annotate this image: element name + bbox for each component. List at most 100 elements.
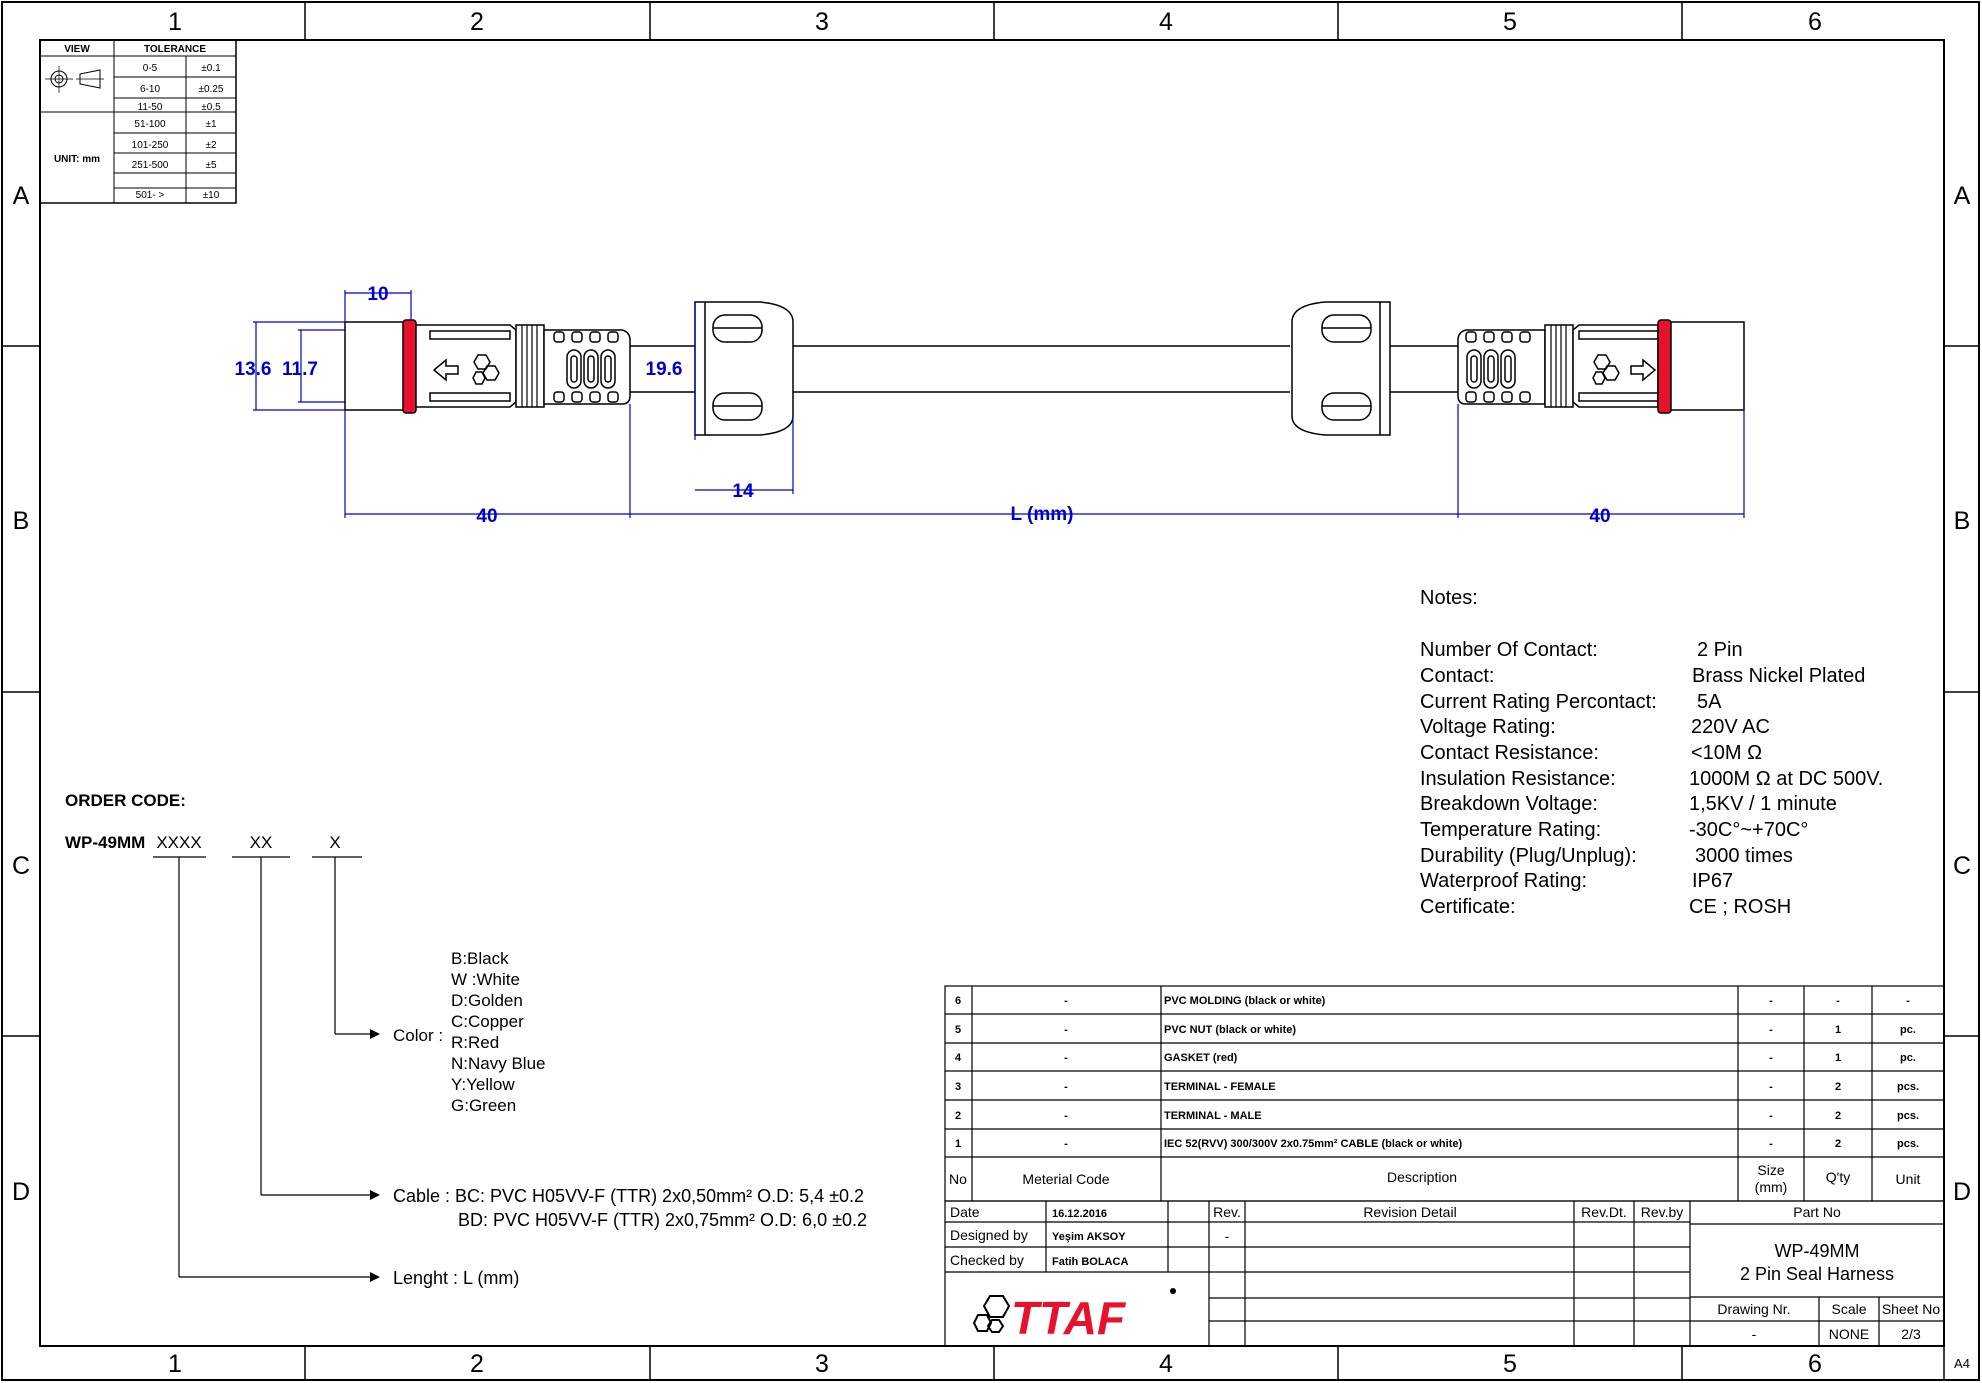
note-value: -30C°~+70C° [1689,819,1808,841]
tol-value: ±1 [205,119,216,130]
tol-value: ±5 [205,160,216,171]
note-label: Number Of Contact: [1420,639,1598,661]
left-nut [694,301,794,436]
designed-label: Designed by [950,1227,1028,1243]
note-value: 1,5KV / 1 minute [1689,793,1837,815]
col-label-top: 3 [815,8,829,36]
note-label: Temperature Rating: [1420,819,1601,841]
bom-qty: 2 [1835,1110,1841,1122]
right-plug-body [1670,321,1745,411]
tol-value: ±0.25 [199,84,224,95]
tol-range: 6-10 [140,84,160,95]
tol-range: 0-5 [143,63,158,74]
cable-option-2: BD: PVC H05VV-F (TTR) 2x0,75mm² O.D: 6,0… [458,1210,867,1230]
note-value: CE ; ROSH [1689,896,1791,918]
bom-table: 6 - PVC MOLDING (black or white) - - - 5… [944,985,1945,1202]
bom-no: 2 [955,1110,961,1122]
bom-unit: pc. [1900,1052,1916,1064]
bom-code: - [1064,1138,1068,1150]
bom-size: - [1769,1110,1773,1122]
rev-date-label: Rev.Dt. [1581,1204,1627,1220]
bom-code: - [1064,995,1068,1007]
bom-no: 5 [955,1024,961,1036]
bom-desc: PVC NUT (black or white) [1164,1024,1296,1036]
color-option: G:Green [451,1096,516,1115]
bom-desc: TERMINAL - FEMALE [1164,1081,1276,1093]
rev-by-label: Rev.by [1641,1204,1684,1220]
bom-size: - [1769,1052,1773,1064]
bom-qty: 1 [1835,1052,1841,1064]
title-block: Date 16.12.2016 Designed by Yeşim AKSOY … [944,1200,1945,1347]
col-label-top: 4 [1159,8,1173,36]
unit-label: UNIT: mm [54,154,100,165]
bom-no: 6 [955,995,961,1007]
tol-range: 11-50 [138,102,163,113]
bom-desc: PVC MOLDING (black or white) [1164,995,1326,1007]
color-option: R:Red [451,1033,499,1052]
order-code-seg1: XXXX [156,833,201,852]
dimension-labels: 10 13.6 11.7 19.6 14 40 L (mm) 40 [235,284,1611,527]
bom-header-desc: Description [1387,1169,1457,1185]
bom-no: 1 [955,1138,961,1150]
row-label-right: B [1954,507,1971,535]
bom-code: - [1064,1081,1068,1093]
bom-desc: GASKET (red) [1164,1052,1238,1064]
rev-value: - [1225,1228,1230,1244]
note-value: Brass Nickel Plated [1692,665,1865,687]
row-label-left: A [13,182,30,210]
col-label-top: 6 [1808,8,1822,36]
left-housing [415,324,517,408]
paper-size-label: A4 [1954,1356,1970,1371]
designed-value: Yeşim AKSOY [1052,1231,1126,1243]
date-label: Date [950,1204,980,1220]
note-label: Current Rating Percontact: [1420,691,1657,713]
view-header: VIEW [64,44,90,55]
cable-option-1: Cable : BC: PVC H05VV-F (TTR) 2x0,50mm² … [393,1186,864,1206]
col-label-bottom: 5 [1503,1350,1517,1378]
note-label: Durability (Plug/Unplug): [1420,845,1637,867]
bom-unit: pcs. [1897,1110,1919,1122]
date-value: 16.12.2016 [1052,1208,1107,1220]
bom-header-no: No [949,1171,967,1187]
row-label-right: C [1953,852,1971,880]
order-code-block: ORDER CODE: WP-49MM XXXX XX X Color : B:… [65,791,867,1288]
length-label: Lenght : L (mm) [393,1268,519,1288]
row-label-left: B [13,507,30,535]
note-label: Voltage Rating: [1420,716,1556,738]
left-gasket [402,319,417,414]
bom-unit: pc. [1900,1024,1916,1036]
note-value: 3000 times [1695,845,1793,867]
left-arrow-icon [432,358,459,382]
color-option: N:Navy Blue [451,1054,545,1073]
note-label: Contact Resistance: [1420,742,1599,764]
bom-code: - [1064,1110,1068,1122]
part-no-label: Part No [1793,1204,1841,1220]
note-label: Waterproof Rating: [1420,870,1587,892]
note-label: Contact: [1420,665,1494,687]
scale-label: Scale [1831,1301,1866,1317]
col-label-bottom: 2 [470,1350,484,1378]
bom-size: - [1769,1138,1773,1150]
checked-label: Checked by [950,1252,1024,1268]
scale-value: NONE [1829,1326,1869,1342]
row-labels: A B C D A B C D A4 [12,182,1971,1371]
col-label-bottom: 4 [1159,1350,1173,1378]
order-code-seg2: XX [250,833,273,852]
bom-size: - [1769,1024,1773,1036]
bom-header-size: Size [1757,1162,1784,1178]
note-label: Certificate: [1420,896,1516,918]
row-label-right: D [1953,1178,1971,1206]
ttaf-logo: TTAF [972,1288,1176,1344]
notes-block: Notes: Number Of Contact:2 Pin Contact:B… [1420,587,1883,918]
bom-code: - [1064,1024,1068,1036]
bom-code: - [1064,1052,1068,1064]
bom-qty: 2 [1835,1081,1841,1093]
bom-qty: - [1836,995,1840,1007]
row-label-left: C [12,852,30,880]
bom-header-qty: Q'ty [1826,1169,1850,1185]
dim-14: 14 [732,481,754,502]
bom-size: - [1769,1081,1773,1093]
tol-range: 101-250 [132,140,169,151]
bom-header-unit: Unit [1896,1171,1921,1187]
